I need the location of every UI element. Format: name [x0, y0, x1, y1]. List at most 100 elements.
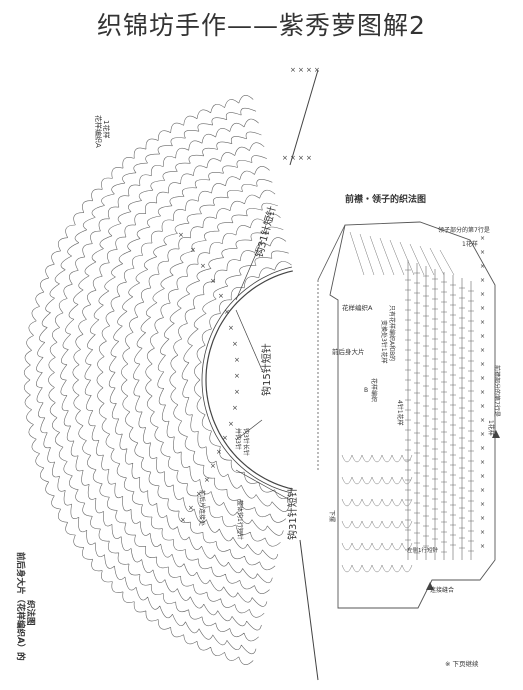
- short-stitch-mark: ×: [480, 431, 485, 438]
- short-stitch-mark: ×: [196, 490, 202, 498]
- short-stitch-mark: ×: [232, 340, 238, 348]
- bottom-note: 左侧1行短针: [407, 546, 438, 554]
- collar-note: 领子部分的第7行是: [438, 226, 490, 234]
- short-stitch-mark: ×: [222, 434, 228, 442]
- mesh-loop-row: [341, 476, 413, 485]
- short-stitch-mark: ×: [306, 66, 312, 74]
- chain-loop-ring: [121, 189, 276, 571]
- collar-stitch: [419, 245, 435, 276]
- mesh-loop-row: [341, 498, 413, 507]
- center-note-2: 变换处3针1花样: [380, 320, 388, 364]
- collar-count: 1花样: [462, 240, 478, 248]
- collar-stitch: [429, 247, 445, 276]
- chain-loop-ring: [157, 226, 284, 536]
- hem-label: 下摆: [328, 510, 336, 522]
- lower-note-label: 整体钩1行短针: [236, 500, 244, 540]
- short-stitch-mark: ×: [480, 375, 485, 382]
- bottom-caption-1: 前后身大片（花样编织A）的: [15, 552, 26, 661]
- short-stitch-mark: ×: [232, 404, 238, 412]
- short-stitch-mark: ×: [234, 372, 240, 380]
- short-stitch-mark: ×: [480, 459, 485, 466]
- pattern-a-label: 花样编织A: [94, 115, 103, 148]
- short-stitch-mark: ×: [480, 501, 485, 508]
- mesh-loop-row: [341, 520, 413, 529]
- leader-line: [235, 419, 263, 441]
- chain-loop-ring: [133, 202, 279, 560]
- chain-loop-ring: [60, 131, 262, 631]
- short-stitch-mark: ×: [218, 292, 224, 300]
- short-stitch-mark: ×: [480, 333, 485, 340]
- pattern-b-label: 花样编织: [370, 378, 378, 402]
- short-stitch-mark: ×: [480, 347, 485, 354]
- short-stitch-mark: ×: [480, 319, 485, 326]
- collar-stitch: [359, 233, 375, 276]
- short-stitch-mark: ×: [216, 448, 222, 456]
- short-stitch-mark: ×: [234, 388, 240, 396]
- footnote: ※ 下页继续: [445, 659, 479, 668]
- middle-note-label: 并钩3针: [234, 428, 242, 450]
- bottom-caption-2: 织法图: [25, 600, 36, 626]
- lower-note-label-2: 前后片连接处: [198, 490, 206, 526]
- mesh-loop-row: [341, 542, 413, 551]
- chain-loop-ring: [169, 237, 287, 523]
- leader-line: [235, 469, 291, 501]
- short-stitch-mark: ×: [306, 154, 312, 162]
- front-note-1: 前襟部分的第7行是: [493, 365, 501, 417]
- short-stitch-mark: ×: [224, 308, 230, 316]
- short-stitch-mark: ×: [480, 515, 485, 522]
- placket-outline: [329, 221, 496, 609]
- short-stitch-mark: ×: [234, 356, 240, 364]
- short-stitch-mark: ×: [210, 277, 216, 285]
- collar-stitch: [389, 239, 405, 276]
- short-stitch-mark: ×: [298, 66, 304, 74]
- pattern-b-sub: B: [364, 387, 368, 394]
- short-stitch-mark: ×: [480, 445, 485, 452]
- short-stitch-mark: ×: [480, 543, 485, 550]
- chain-loop-ring: [194, 261, 292, 499]
- short-stitch-mark: ×: [480, 403, 485, 410]
- short-stitch-mark: ×: [282, 154, 288, 162]
- short-stitch-mark: ×: [480, 249, 485, 256]
- short-stitch-mark: ×: [480, 305, 485, 312]
- arrow-marker: [492, 430, 500, 438]
- body-label: 前后身大片: [332, 347, 365, 356]
- shoulder-line: [317, 224, 346, 281]
- short-stitch-mark: ×: [180, 516, 186, 524]
- chain-loop-ring: [48, 118, 259, 642]
- front-back-body-diagram: ××××××××××××××××××××××××××××: [23, 66, 320, 681]
- middle-short-stitch-label: 钩15针短针: [260, 343, 273, 396]
- short-stitch-mark: ×: [480, 417, 485, 424]
- short-stitch-mark: ×: [480, 361, 485, 368]
- arrow-marker: [426, 582, 434, 590]
- short-stitch-mark: ×: [188, 504, 194, 512]
- chain-loop-ring: [72, 142, 265, 618]
- middle-note-label-2: 钩3针长针: [242, 428, 250, 456]
- chain-loop-ring: [23, 95, 254, 665]
- chain-loop-ring: [181, 250, 289, 512]
- lower-edge-line: [299, 539, 319, 681]
- short-stitch-mark: ×: [290, 154, 296, 162]
- mesh-loop-row: [341, 564, 413, 573]
- short-stitch-mark: ×: [200, 262, 206, 270]
- chain-loop-ring: [36, 107, 257, 654]
- short-stitch-mark: ×: [480, 291, 485, 298]
- short-stitch-mark: ×: [210, 462, 216, 470]
- lower-short-stitch-label: 钩31针短针: [286, 487, 299, 540]
- inner-neck-arc: [205, 270, 293, 490]
- chain-loop-ring: [108, 179, 273, 584]
- collar-stitch: [349, 231, 365, 276]
- short-stitch-mark: ×: [178, 231, 184, 239]
- short-stitch-mark: ×: [228, 324, 234, 332]
- right-diagram-title: 前襟・领子的织法图: [345, 193, 426, 205]
- short-stitch-mark: ×: [480, 235, 485, 242]
- short-stitch-mark: ×: [480, 263, 485, 270]
- short-stitch-mark: ×: [298, 154, 304, 162]
- collar-stitch: [369, 235, 385, 276]
- bottom-note-2: 连接缝合: [430, 586, 454, 594]
- chain-loop-ring: [84, 155, 268, 607]
- upper-edge-line: [289, 69, 319, 166]
- front-placket-collar-diagram: ×××××××××××××××××××××××: [317, 221, 500, 609]
- leader-line: [235, 239, 263, 301]
- short-stitch-mark: ×: [480, 277, 485, 284]
